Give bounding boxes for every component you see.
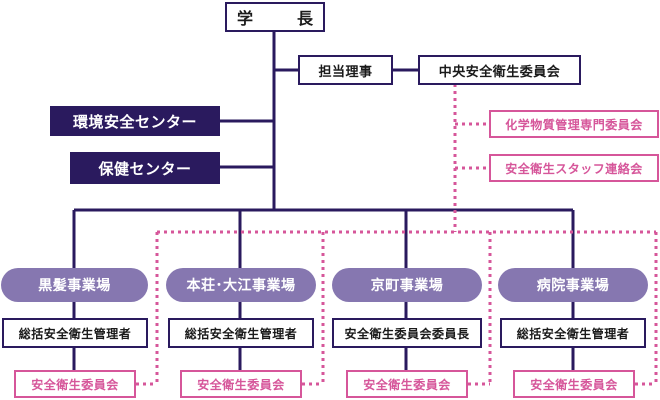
site-box-hospital: 病院事業場 xyxy=(498,268,648,302)
center-box-health: 保健センター xyxy=(70,152,220,184)
site-manager-box-3: 安全衛生委員会委員長 xyxy=(332,318,482,348)
site-box-kurokami: 黒髪事業場 xyxy=(1,268,148,302)
central-committee-box: 中央安全衛生委員会 xyxy=(418,55,581,85)
president-box: 学 長 xyxy=(225,2,325,32)
center-box-environment: 環境安全センター xyxy=(50,106,220,136)
subcommittee-box-staff: 安全衛生スタッフ連絡会 xyxy=(489,154,659,182)
director-box: 担当理事 xyxy=(298,55,393,85)
site-manager-box-2: 総括安全衛生管理者 xyxy=(168,318,314,348)
site-manager-box-4: 総括安全衛生管理者 xyxy=(500,318,646,348)
site-box-kyomachi: 京町事業場 xyxy=(332,268,482,302)
site-committee-box-4: 安全衛生委員会 xyxy=(513,370,635,398)
site-box-honjo-oe: 本荘･大江事業場 xyxy=(166,268,316,302)
site-committee-box-1: 安全衛生委員会 xyxy=(14,370,136,398)
site-committee-box-3: 安全衛生委員会 xyxy=(346,370,468,398)
subcommittee-box-chemical: 化学物質管理専門委員会 xyxy=(489,110,659,138)
site-manager-box-1: 総括安全衛生管理者 xyxy=(2,318,148,348)
site-committee-box-2: 安全衛生委員会 xyxy=(180,370,302,398)
